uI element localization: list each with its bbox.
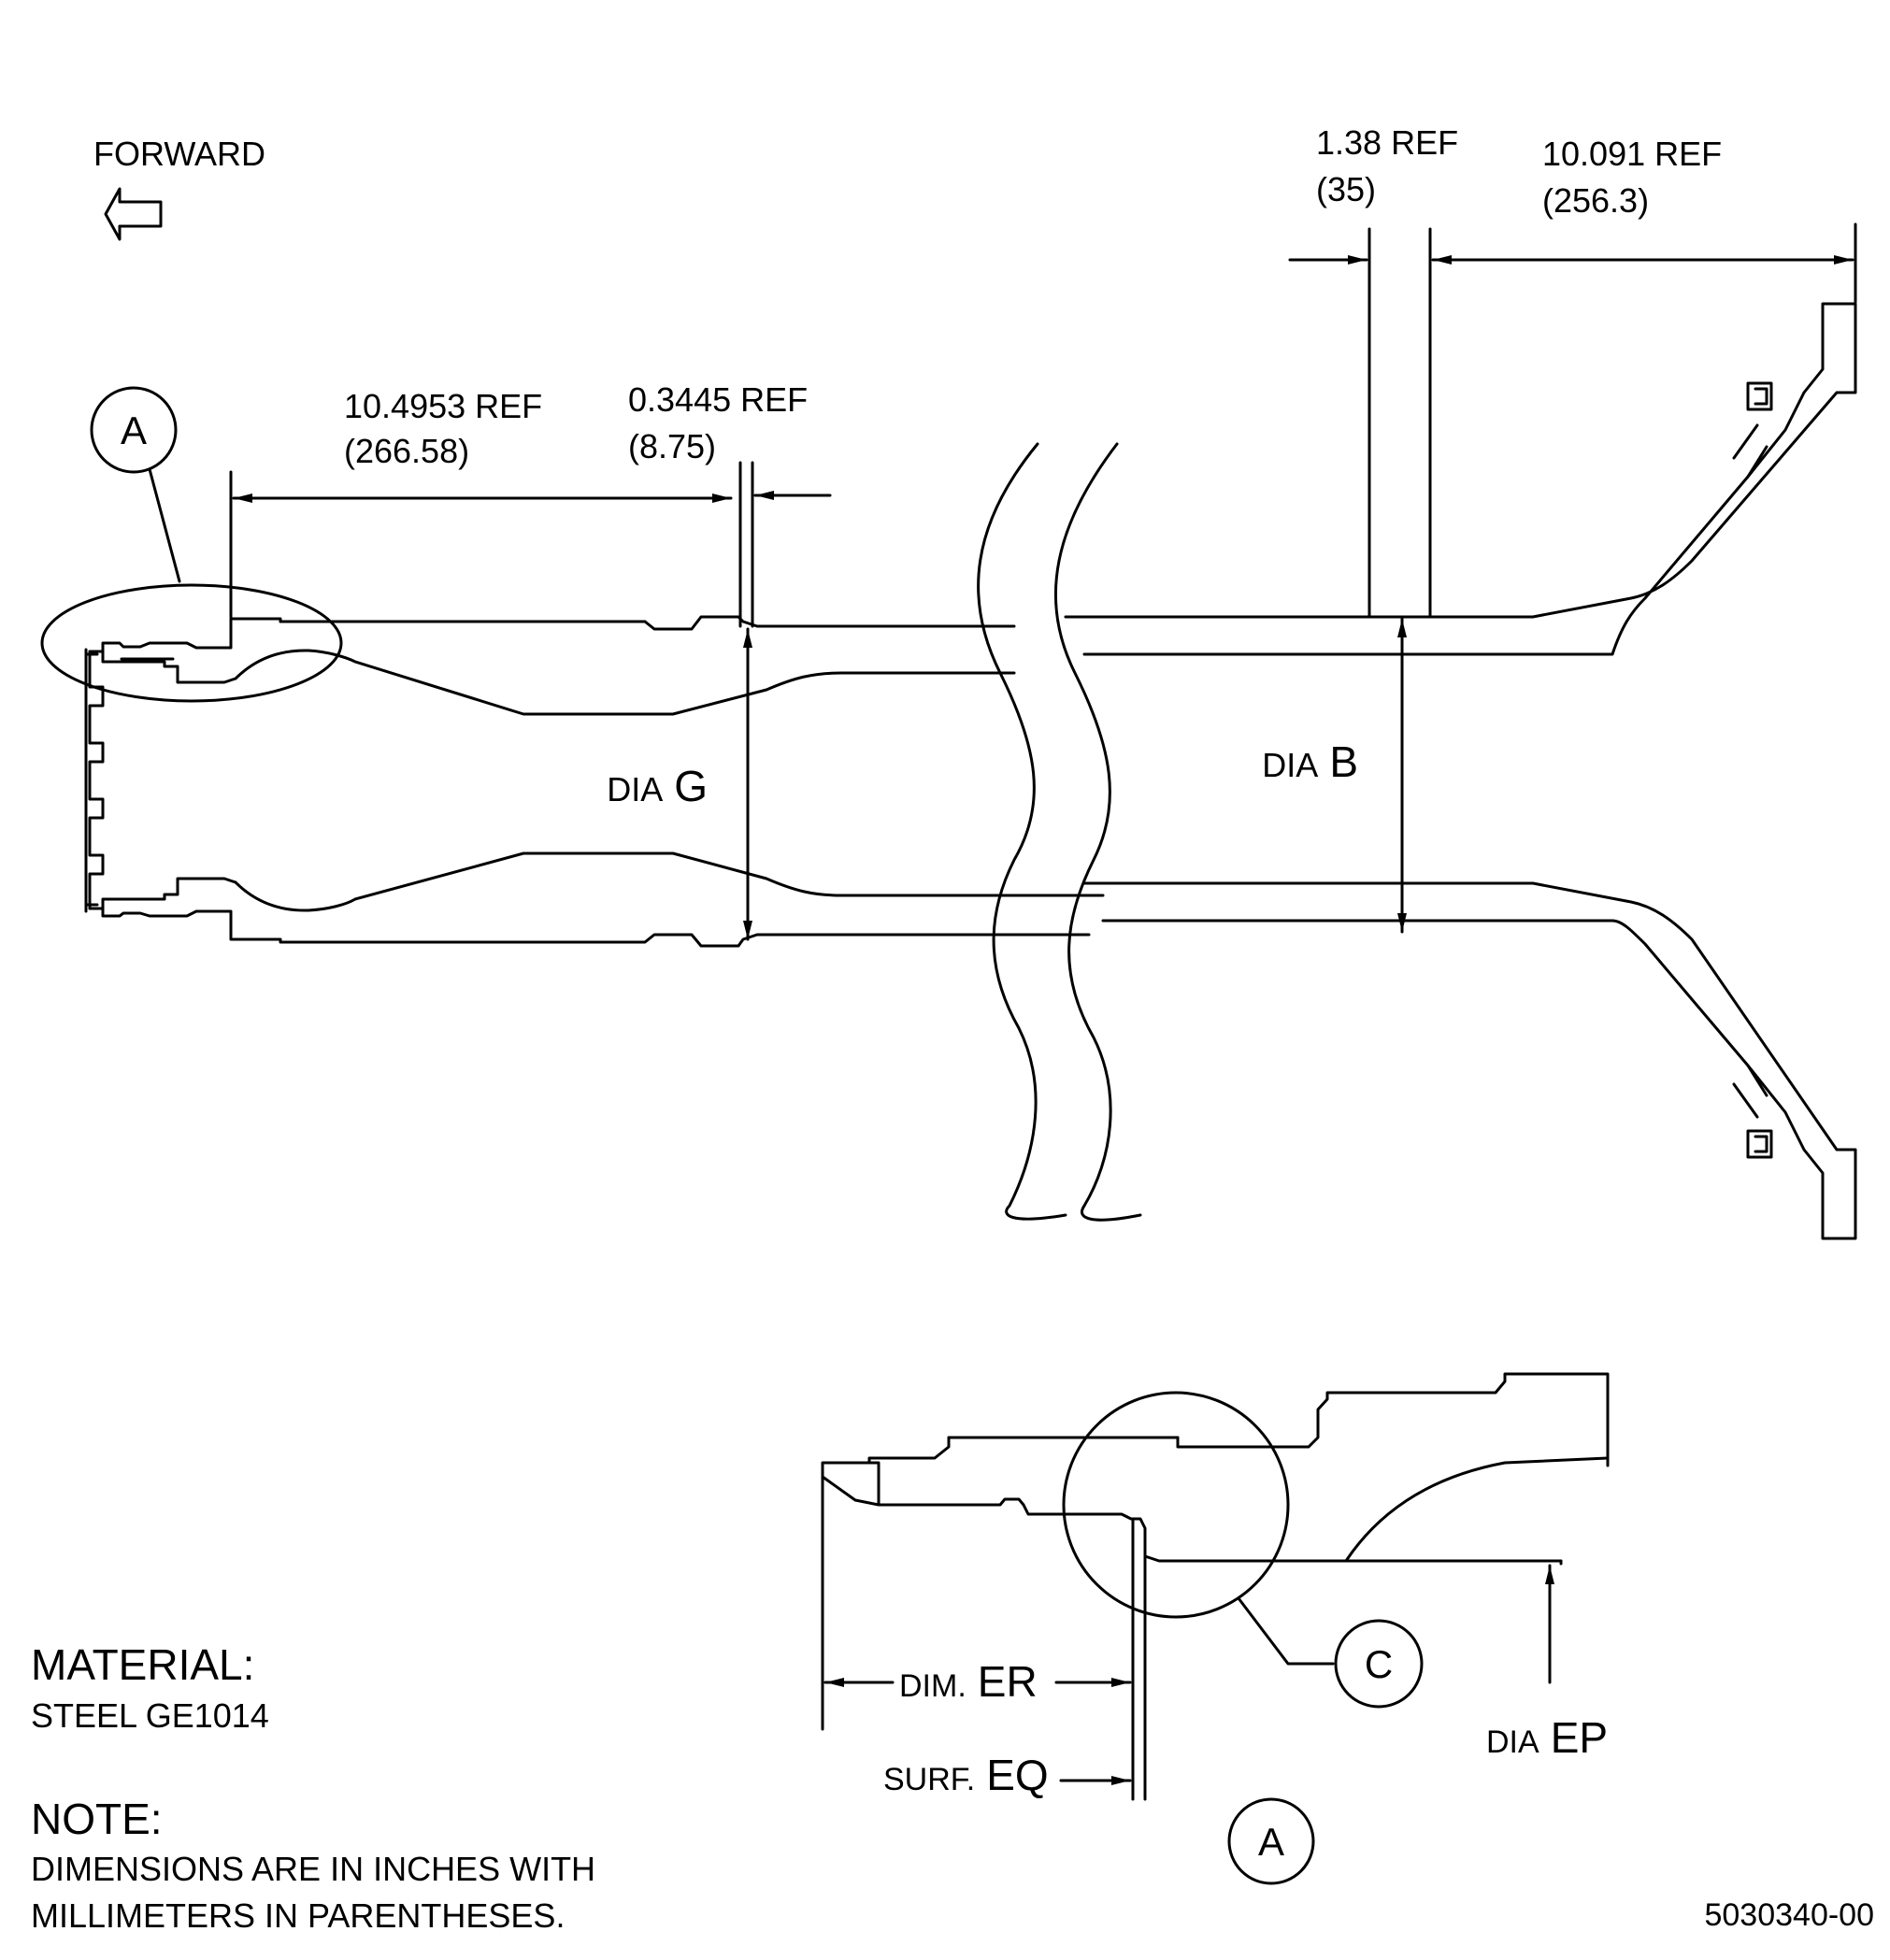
figure-id: 5030340-00	[1704, 1897, 1874, 1933]
material-heading: MATERIAL:	[31, 1640, 254, 1689]
detail-a-view-label: A	[1258, 1820, 1284, 1864]
forward-label: FORWARD	[93, 135, 265, 173]
detail-a-view	[821, 1372, 1610, 1801]
surf-eq-callout: SURF. EQ	[883, 1751, 1049, 1799]
dia-ep-callout: DIA EP	[1486, 1713, 1608, 1762]
detail-a-bubble	[90, 386, 178, 474]
detail-c-circle	[1062, 1391, 1290, 1619]
dim-0-3445-mm: (8.75)	[628, 427, 716, 465]
shaft-right-section	[1064, 302, 1857, 1240]
dim-10-4953-mm: (266.58)	[344, 432, 469, 470]
dim-10-4953-in: 10.4953 REF	[344, 387, 542, 425]
detail-a-leader	[148, 467, 181, 583]
break-line-left	[977, 442, 1067, 1221]
note-heading: NOTE:	[31, 1795, 163, 1843]
dia-b-callout: DIA B	[1262, 737, 1358, 786]
note-line-1: DIMENSIONS ARE IN INCHES WITH	[31, 1850, 595, 1888]
detail-c-bubble	[1334, 1619, 1424, 1709]
material-value: STEEL GE1014	[31, 1696, 269, 1735]
dim-10-091-in: 10.091 REF	[1542, 135, 1722, 173]
dim-10-091-mm: (256.3)	[1542, 181, 1649, 220]
detail-c-label: C	[1365, 1642, 1393, 1686]
forward-arrow-icon	[104, 187, 163, 241]
detail-c-leader	[1237, 1596, 1335, 1666]
dim-er-callout: DIM. ER	[899, 1657, 1038, 1706]
dim-1-38-in: 1.38 REF	[1316, 123, 1458, 162]
dia-g-callout: DIA G	[607, 762, 708, 810]
detail-a-ellipse	[40, 583, 343, 703]
dim-0-3445-in: 0.3445 REF	[628, 380, 808, 419]
break-line-right	[1053, 442, 1142, 1222]
shaft-left-section	[84, 615, 1105, 948]
detail-a-view-bubble	[1227, 1797, 1315, 1885]
detail-a-label: A	[121, 408, 147, 452]
dim-1-38-mm: (35)	[1316, 170, 1376, 208]
note-line-2: MILLIMETERS IN PARENTHESES.	[31, 1896, 565, 1935]
